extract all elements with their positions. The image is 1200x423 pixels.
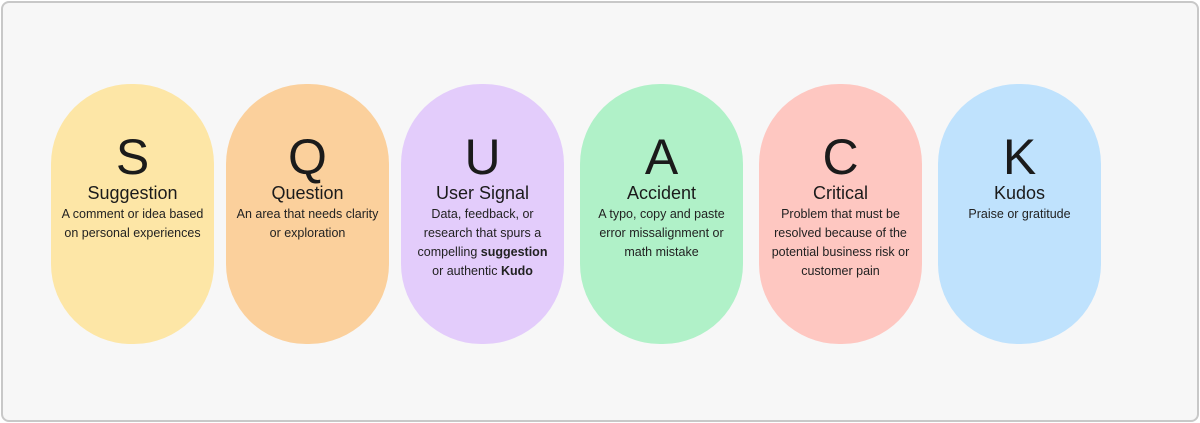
card-description-text: or authentic — [432, 264, 498, 278]
card-description: Data, feedback, or research that spurs a… — [411, 205, 554, 281]
card-user-signal: U User Signal Data, feedback, or researc… — [401, 84, 564, 344]
card-title: Question — [271, 183, 344, 203]
card-title: Suggestion — [87, 183, 178, 203]
card-description: Praise or gratitude — [968, 207, 1071, 221]
card-letter: S — [115, 129, 150, 185]
card-suggestion: S Suggestion A comment or idea based on … — [51, 84, 214, 344]
card-description-bold: Kudo — [500, 264, 533, 278]
card-letter: K — [1002, 129, 1037, 185]
card-title: User Signal — [435, 183, 530, 203]
card-title: Kudos — [993, 183, 1046, 203]
card-critical: C Critical Problem that must be resolved… — [759, 84, 922, 344]
card-question: Q Question An area that needs clarity or… — [226, 84, 389, 344]
card-letter: A — [644, 129, 679, 185]
card-description-text: Data, feedback, or research that spurs a… — [417, 207, 542, 259]
card-description: An area that needs clarity or exploratio… — [236, 207, 379, 240]
card-kudos: K Kudos Praise or gratitude — [938, 84, 1101, 344]
card-description-bold: suggestion — [480, 245, 548, 259]
card-title: Accident — [626, 183, 697, 203]
card-letter: C — [822, 129, 859, 185]
card-description: A typo, copy and paste error missalignme… — [598, 207, 725, 259]
card-letter: Q — [288, 129, 327, 185]
card-description: A comment or idea based on personal expe… — [61, 207, 204, 240]
card-title: Critical — [812, 183, 868, 203]
card-accident: A Accident A typo, copy and paste error … — [580, 84, 743, 344]
card-description: Problem that must be resolved because of… — [771, 207, 910, 278]
card-letter: U — [464, 129, 501, 185]
